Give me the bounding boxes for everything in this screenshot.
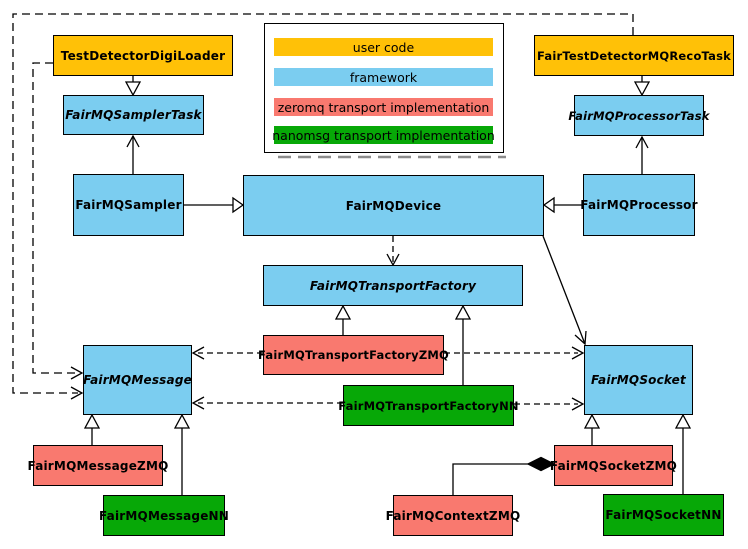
node-fairmqsampler: FairMQSampler — [73, 174, 184, 236]
edge-device-to-transportfactory — [386, 236, 400, 267]
edge-tfzmq-to-socket — [444, 346, 585, 360]
legend-item-user-code: user code — [274, 38, 493, 56]
node-fairtestdetectormqrecotask: FairTestDetectorMQRecoTask — [534, 35, 734, 76]
edge-tfnn-to-socket — [514, 397, 585, 411]
node-label: FairMQSocketZMQ — [549, 458, 678, 473]
legend-item-nanomsg: nanomsg transport implementation — [272, 126, 495, 144]
node-label: FairTestDetectorMQRecoTask — [537, 48, 731, 63]
node-label: FairMQDevice — [345, 198, 442, 213]
node-label: FairMQSampler — [75, 198, 182, 212]
edge-messagenn-to-message — [173, 413, 191, 495]
legend-label: framework — [349, 69, 418, 85]
legend-item-zeromq: zeromq transport implementation — [274, 98, 493, 116]
node-fairmqsocketnn: FairMQSocketNN — [603, 494, 724, 536]
edge-tfzmq-to-message — [191, 346, 263, 360]
edge-tfnn-to-transportfactory — [454, 304, 472, 385]
node-label: FairMQContextZMQ — [385, 508, 521, 523]
node-label: FairMQMessageNN — [98, 508, 230, 523]
legend-label: user code — [352, 39, 415, 55]
legend: user code framework zeromq transport imp… — [264, 23, 504, 153]
node-label: FairMQSocket — [591, 373, 686, 387]
node-label: FairMQMessageZMQ — [27, 458, 169, 473]
node-fairmqsamplertask: FairMQSamplerTask — [63, 95, 204, 135]
node-fairmqtransportfactory: FairMQTransportFactory — [263, 265, 523, 306]
edge-digiloader-to-message — [32, 62, 84, 380]
legend-label: zeromq transport implementation — [277, 99, 490, 115]
edge-contextzmq-to-socketzmq — [452, 456, 556, 495]
edge-sampler-to-device — [184, 196, 245, 214]
edge-digiloader-to-samplertask — [124, 76, 142, 97]
edge-socketnn-to-socket — [674, 413, 692, 494]
node-fairmqcontextzmq: FairMQContextZMQ — [386, 495, 520, 536]
edge-sampler-to-samplertask — [126, 134, 140, 174]
edge-processor-to-device — [542, 196, 583, 214]
node-fairmqmessagezmq: FairMQMessageZMQ — [28, 445, 168, 486]
edge-tfnn-to-message — [191, 396, 343, 410]
edge-device-to-socket — [542, 235, 587, 346]
node-fairmqprocessortask: FairMQProcessorTask — [568, 95, 709, 136]
legend-item-framework: framework — [274, 68, 493, 86]
node-testdetectordigiloader: TestDetectorDigiLoader — [53, 35, 233, 76]
node-label: FairMQProcessor — [580, 198, 698, 212]
edge-processor-to-processortask — [635, 135, 649, 174]
node-fairmqdevice: FairMQDevice — [243, 175, 544, 236]
node-label: FairMQProcessorTask — [568, 108, 710, 123]
node-label: TestDetectorDigiLoader — [60, 48, 226, 63]
node-fairmqsocket: FairMQSocket — [584, 345, 693, 415]
legend-label: nanomsg transport implementation — [272, 127, 495, 143]
edge-tfzmq-to-transportfactory — [334, 304, 352, 335]
edge-messagezmq-to-message — [83, 413, 101, 445]
node-fairmqtransportfactoryzmq: FairMQTransportFactoryZMQ — [258, 335, 449, 375]
node-fairmqmessagenn: FairMQMessageNN — [99, 495, 229, 536]
node-fairmqtransportfactorynn: FairMQTransportFactoryNN — [338, 385, 519, 426]
edge-socketzmq-to-socket — [583, 413, 601, 445]
edge-recotask-to-processortask — [633, 76, 651, 97]
node-fairmqprocessor: FairMQProcessor — [580, 174, 698, 236]
edge-recotask-to-message — [12, 13, 634, 400]
node-fairmqsocketzmq: FairMQSocketZMQ — [550, 445, 677, 486]
node-label: FairMQTransportFactory — [309, 278, 477, 293]
node-fairmqmessage: FairMQMessage — [83, 345, 192, 415]
node-label: FairMQMessage — [83, 373, 192, 387]
node-label: FairMQSamplerTask — [65, 108, 202, 122]
node-label: FairMQSocketNN — [605, 508, 722, 522]
node-label: FairMQTransportFactoryZMQ — [258, 348, 450, 362]
node-label: FairMQTransportFactoryNN — [338, 398, 519, 413]
